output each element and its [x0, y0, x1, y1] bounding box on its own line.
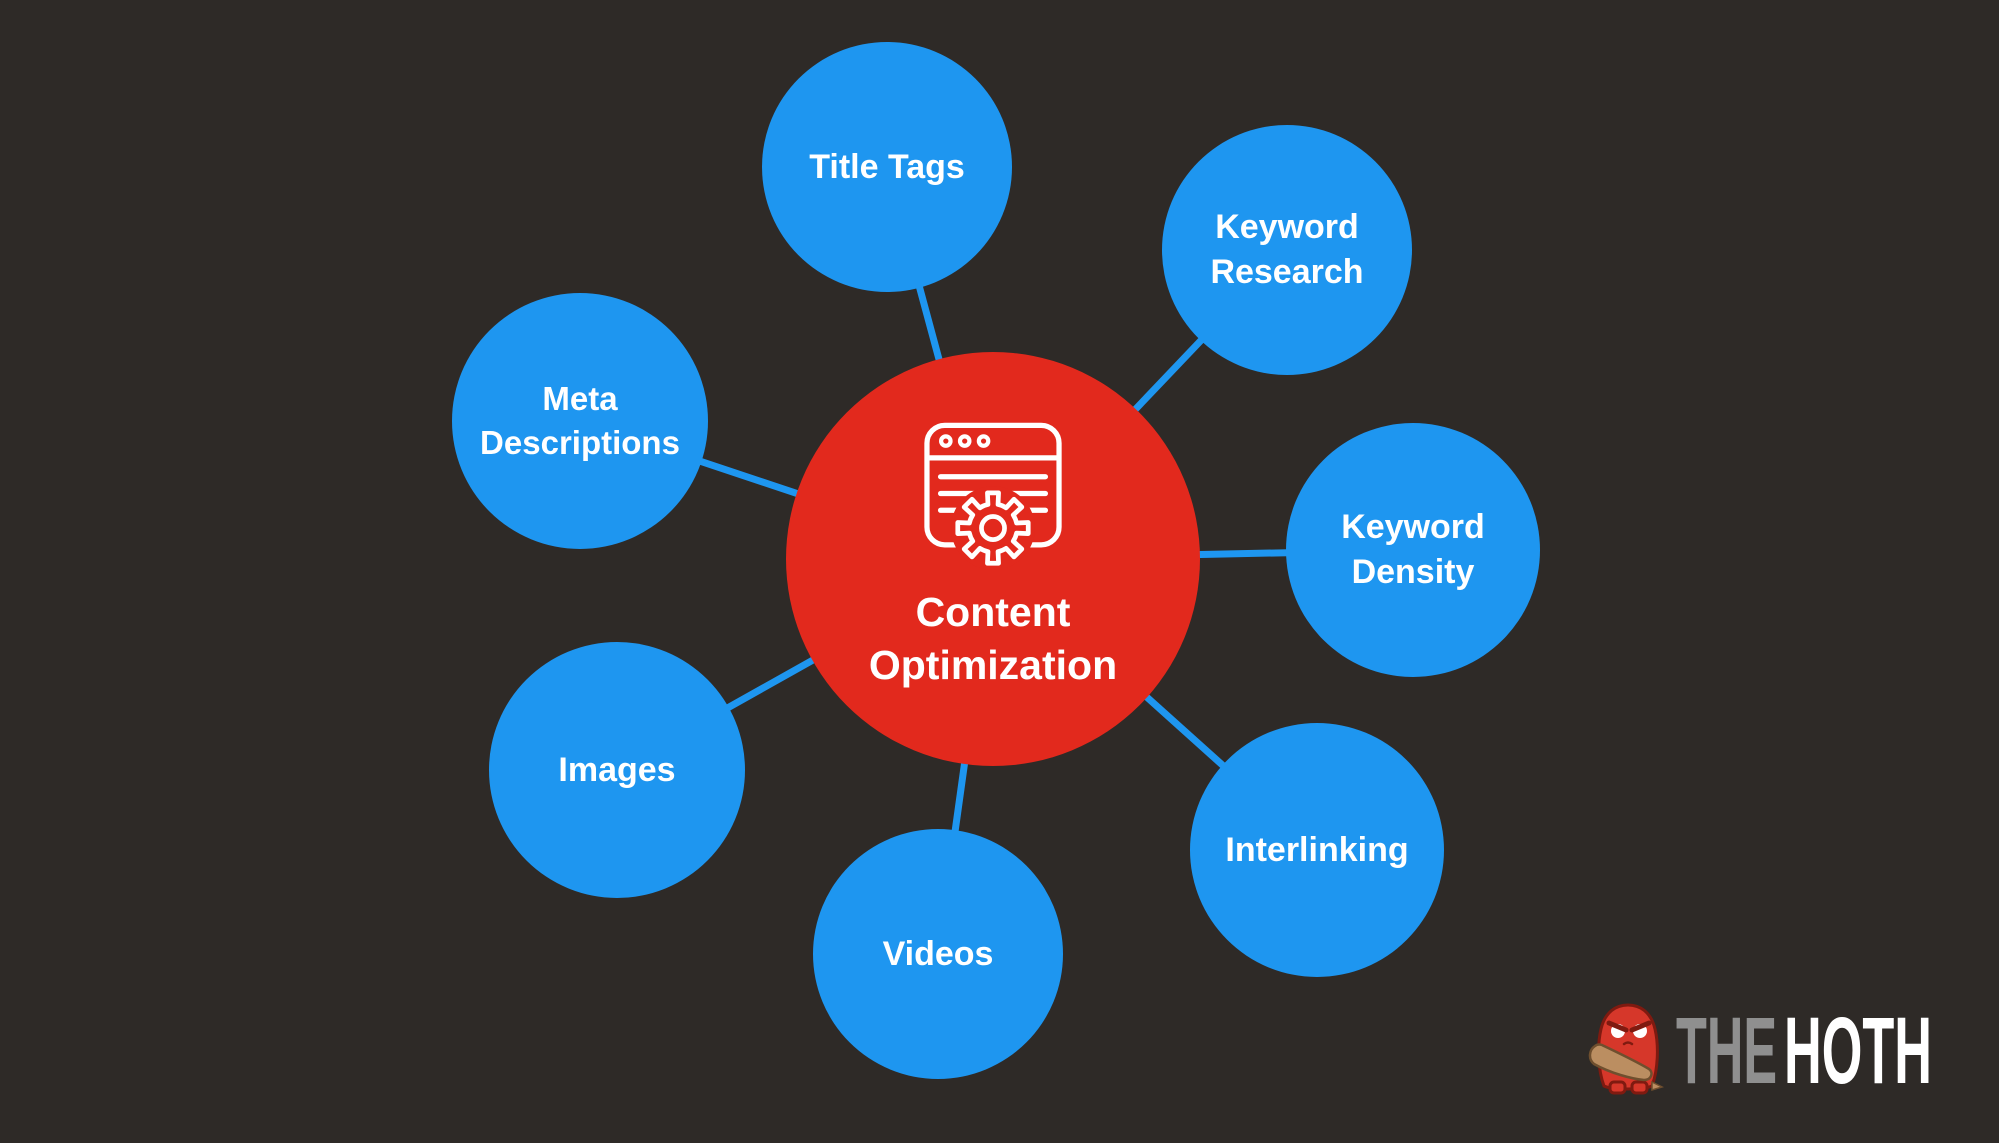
node-label: Keyword Research	[1210, 208, 1364, 291]
node-content-optimization: Content Optimization	[786, 352, 1200, 766]
node-label: Title Tags	[809, 147, 965, 186]
node-title-tags: Title Tags	[762, 42, 1012, 292]
node-interlinking: Interlinking	[1190, 723, 1444, 977]
center-node-label: Content Optimization	[868, 588, 1118, 688]
node-label: Interlinking	[1225, 830, 1409, 869]
hoth-mascot-icon	[1588, 1003, 1665, 1095]
node-label: Meta Descriptions	[480, 380, 680, 461]
node-label: Images	[558, 750, 676, 789]
node-videos: Videos	[813, 829, 1063, 1079]
logo-text-hoth: HOTH	[1784, 1000, 1932, 1100]
hoth-logo: THE HOTH	[1588, 998, 1948, 1104]
browser-window-gear-icon	[924, 422, 1062, 570]
logo-text-the: THE	[1676, 1000, 1777, 1100]
node-images: Images	[489, 642, 745, 898]
node-keyword-research: Keyword Research	[1162, 125, 1412, 375]
node-label: Videos	[882, 934, 994, 973]
node-label: Keyword Density	[1341, 508, 1485, 591]
node-keyword-density: Keyword Density	[1286, 423, 1540, 677]
node-meta-descriptions: Meta Descriptions	[452, 293, 708, 549]
